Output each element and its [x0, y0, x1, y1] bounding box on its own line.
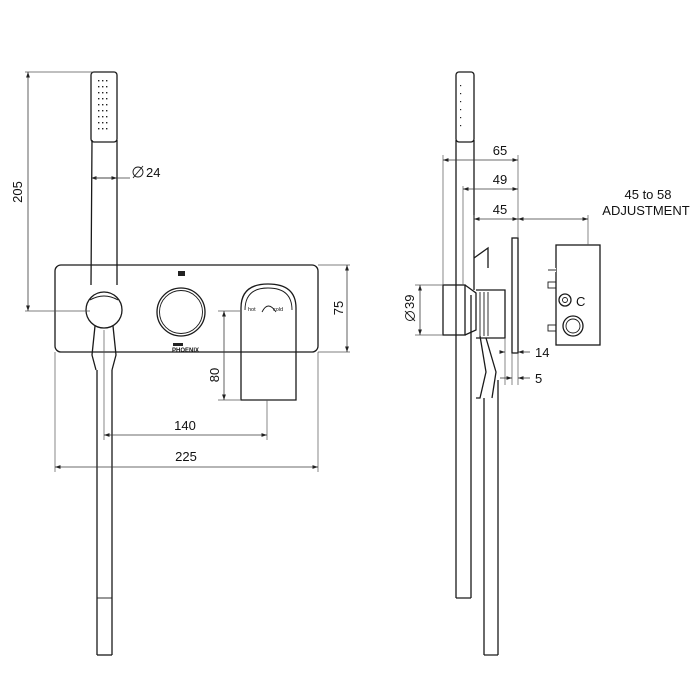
spray-face-side-icon	[460, 85, 462, 127]
adjustment-range: 45 to 58	[625, 187, 672, 202]
dimension-65: 65	[442, 143, 519, 285]
holder-disc	[85, 291, 123, 329]
dimension-140: 140	[103, 330, 268, 440]
svg-text:65: 65	[493, 143, 507, 158]
svg-text:45: 45	[493, 202, 507, 217]
dimension-diameter-24: 24	[91, 165, 160, 180]
dimension-diameter-39: 39	[402, 284, 443, 336]
svg-text:24: 24	[146, 165, 160, 180]
svg-text:205: 205	[10, 181, 25, 203]
logo-mark-icon	[178, 271, 185, 276]
spray-face-icon	[98, 80, 108, 130]
bath-spout: hot cold	[240, 283, 297, 401]
symbol-c: C	[576, 294, 585, 309]
dimension-75: 75	[318, 264, 350, 353]
front-view: PHOENIX hot cold 205 24	[10, 71, 350, 656]
dimension-5: 5	[500, 353, 542, 386]
svg-text:75: 75	[331, 301, 346, 315]
handshower	[85, 71, 123, 656]
svg-text:225: 225	[175, 449, 197, 464]
cold-label: cold	[273, 307, 283, 313]
svg-text:14: 14	[535, 345, 549, 360]
svg-text:140: 140	[174, 418, 196, 433]
diameter-symbol-icon	[405, 311, 415, 321]
hot-label: hot	[248, 307, 256, 313]
wall-plate-side	[511, 237, 519, 354]
mixer-body: C	[547, 244, 601, 346]
dimension-45-adjustment: 45 45 to 58 ADJUSTMENT	[473, 187, 690, 250]
brand-label: PHOENIX	[172, 348, 199, 354]
svg-text:5: 5	[535, 371, 542, 386]
svg-text:80: 80	[207, 368, 222, 382]
svg-text:49: 49	[493, 172, 507, 187]
mixer-handle: PHOENIX	[156, 271, 206, 354]
diameter-symbol-icon	[132, 166, 144, 178]
dimension-49: 49	[462, 172, 518, 285]
dimension-205: 205	[10, 71, 93, 312]
adjustment-label: ADJUSTMENT	[602, 203, 689, 218]
dimension-80: 80	[207, 310, 240, 401]
side-view: C 65 49 45 45 to 58 ADJUSTMENT	[402, 71, 690, 656]
svg-text:39: 39	[402, 295, 417, 309]
logo-symbol-icon	[173, 343, 183, 346]
dimension-225: 225	[54, 352, 319, 472]
holder-side	[442, 246, 506, 656]
wall-plate	[54, 264, 319, 353]
dimension-14: 14	[499, 338, 549, 385]
